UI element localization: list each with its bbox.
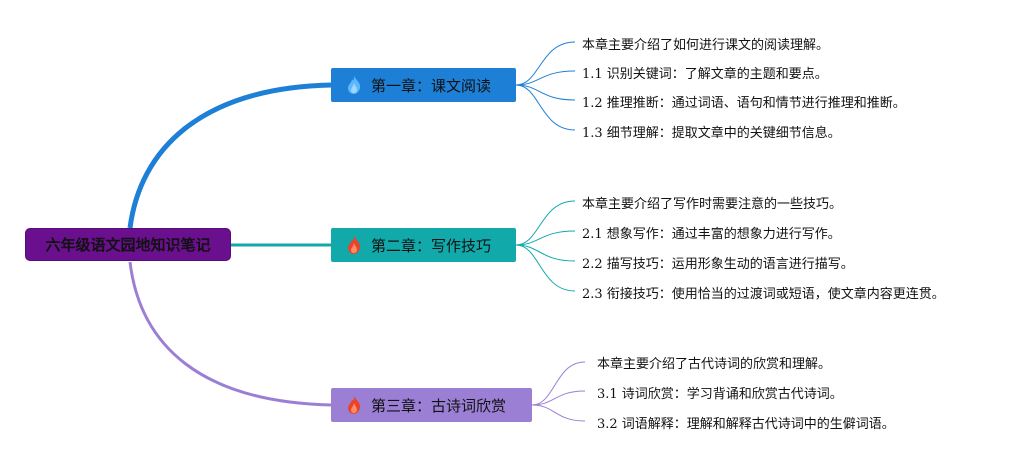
chapter-title-2: 第二章：写作技巧 (371, 236, 492, 255)
leaf-item[interactable]: 1.3 细节理解：提取文章中的关键细节信息。 (582, 126, 841, 141)
red-flame-icon (348, 396, 361, 414)
branch-line-chapter-1 (127, 82, 332, 229)
branch-line-chapter-3 (128, 261, 332, 407)
leaf-item[interactable]: 1.2 推理推断：通过词语、语句和情节进行推理和推断。 (582, 96, 906, 111)
chapter-title-1: 第一章：课文阅读 (371, 76, 492, 95)
red-flame-icon (348, 236, 361, 254)
leaf-item[interactable]: 1.1 识别关键词：了解文章的主题和要点。 (582, 67, 828, 82)
root-title: 六年级语文园地知识笔记 (45, 236, 211, 254)
chapter-node-2[interactable]: 第二章：写作技巧 (331, 228, 516, 262)
leaf-item[interactable]: 本章主要介绍了如何进行课文的阅读理解。 (582, 38, 830, 53)
blue-flame-icon (348, 76, 361, 94)
chapter-title-3: 第三章：古诗词欣赏 (371, 396, 507, 415)
leaf-lines-chapter-1 (515, 41, 576, 131)
leaf-item[interactable]: 2.2 描写技巧：运用形象生动的语言进行描写。 (582, 257, 854, 272)
leaf-item[interactable]: 3.2 词语解释：理解和解释古代诗词中的生僻词语。 (597, 417, 895, 432)
chapter-node-3[interactable]: 第三章：古诗词欣赏 (331, 388, 532, 422)
leaf-lines-chapter-3 (531, 361, 586, 422)
leaf-item[interactable]: 本章主要介绍了写作时需要注意的一些技巧。 (582, 197, 843, 212)
root-node[interactable]: 六年级语文园地知识笔记 (25, 228, 231, 261)
leaf-item[interactable]: 2.1 想象写作：通过丰富的想象力进行写作。 (582, 227, 841, 242)
leaf-item[interactable]: 2.3 衔接技巧：使用恰当的过渡词或短语，使文章内容更连贯。 (582, 287, 945, 302)
chapter-node-1[interactable]: 第一章：课文阅读 (331, 68, 516, 102)
leaf-item[interactable]: 3.1 诗词欣赏：学习背诵和欣赏古代诗词。 (597, 387, 843, 402)
leaf-item[interactable]: 本章主要介绍了古代诗词的欣赏和理解。 (597, 357, 832, 372)
leaf-lines-chapter-2 (515, 200, 576, 292)
